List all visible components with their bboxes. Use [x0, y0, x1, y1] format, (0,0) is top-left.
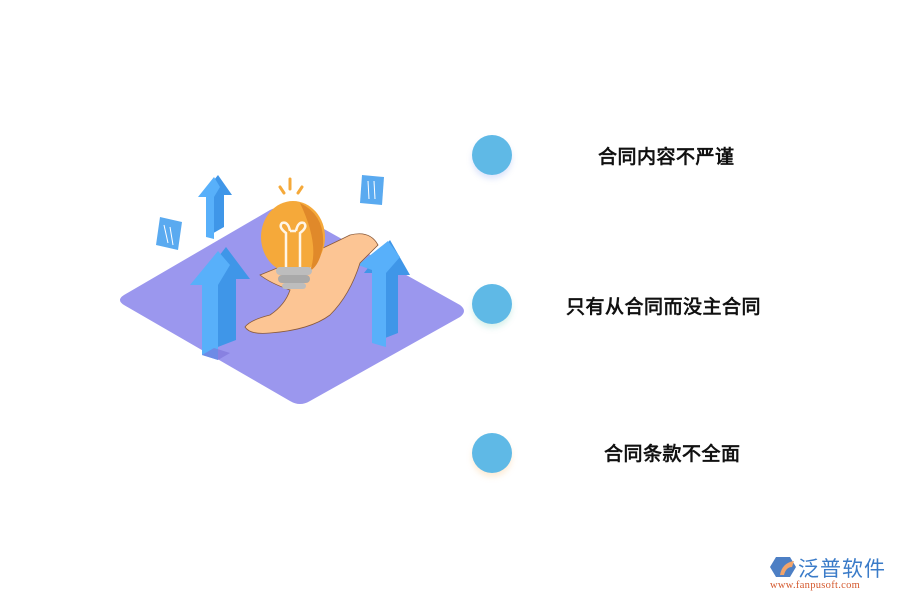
item-label: 合同内容不严谨	[598, 146, 735, 168]
hand-shape	[244, 233, 379, 334]
bullet-dot	[472, 433, 512, 473]
document-icon	[156, 217, 182, 250]
brand-logo: 泛普软件 www.fanpusoft.com	[770, 553, 895, 595]
arrow-up-icon	[190, 247, 250, 360]
document-icon	[360, 175, 384, 205]
logo-name: 泛普软件	[798, 557, 886, 581]
item-label: 合同条款不全面	[604, 443, 741, 465]
fanpu-logo-icon	[770, 557, 796, 577]
lightbulb-hand-illustration	[120, 175, 464, 404]
logo-url: www.fanpusoft.com	[770, 580, 861, 591]
bullet-dot	[472, 135, 512, 175]
arrow-up-icon	[358, 240, 410, 347]
light-bulb-icon	[261, 177, 325, 289]
illustration	[110, 165, 480, 415]
bullet-dot	[472, 284, 512, 324]
item-label: 只有从合同而没主合同	[566, 296, 762, 318]
arrow-up-icon	[198, 175, 232, 239]
